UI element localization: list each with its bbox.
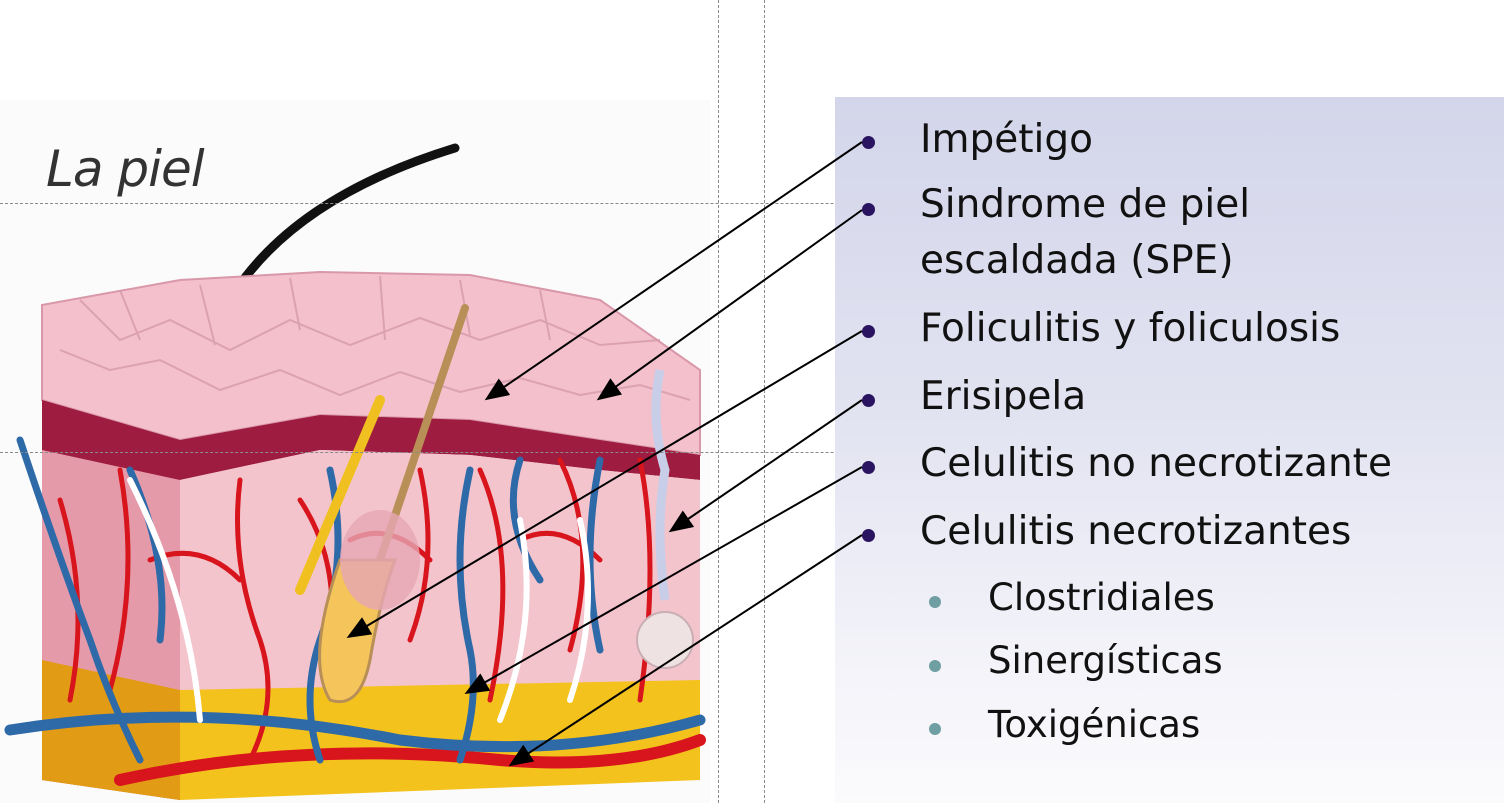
- arrow-erisipela: [672, 400, 862, 530]
- arrow-celulitis-no-necrotizante: [468, 467, 862, 692]
- arrow-impetigo: [488, 142, 862, 398]
- arrow-celulitis-necrotizantes: [512, 535, 862, 764]
- arrow-foliculitis: [350, 331, 862, 636]
- arrow-spe: [600, 210, 862, 398]
